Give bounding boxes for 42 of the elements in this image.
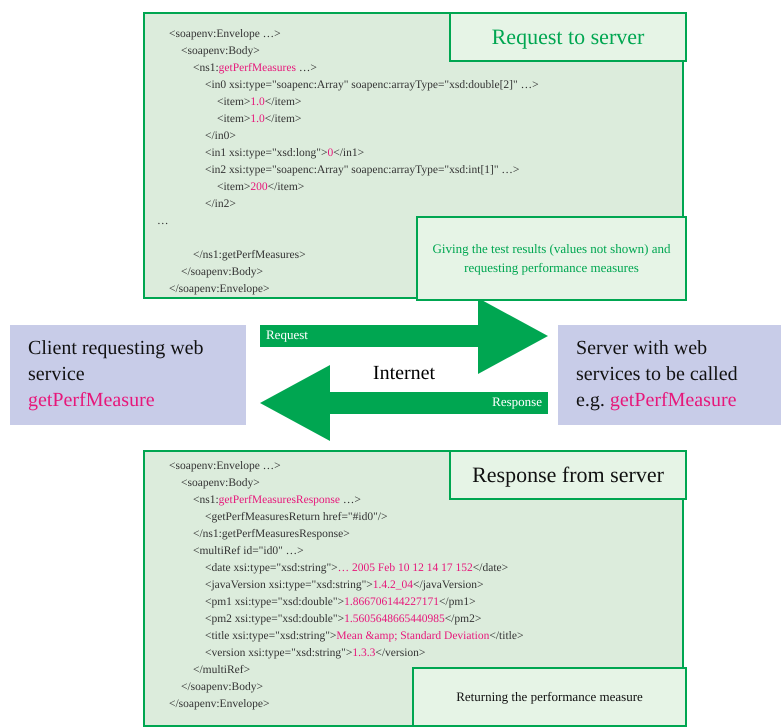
code-line: <javaVersion xsi:type="xsd:string">1.4.2_04</javaVersion> [205, 578, 484, 593]
code-line: <pm2 xsi:type="xsd:double">1.5605648665440985</pm2> [205, 612, 482, 627]
code-line: <item>200</item> [217, 180, 304, 195]
code-panel [143, 450, 684, 727]
code-line: </soapenv:Envelope> [169, 697, 270, 712]
client-box: Client requesting web service getPerfMeasure [10, 325, 246, 425]
code-line: <multiRef id="id0" …> [193, 544, 304, 559]
code-line: <soapenv:Envelope …> [169, 459, 281, 474]
code-line: <item>1.0</item> [217, 95, 302, 110]
code-line: <item>1.0</item> [217, 112, 302, 127]
code-line: <version xsi:type="xsd:string">1.3.3</version> [205, 646, 426, 661]
edge-label: Request [266, 327, 309, 343]
code-line: … [157, 214, 168, 229]
code-line: </in0> [205, 129, 236, 144]
note-box: Returning the performance measure [412, 667, 687, 727]
code-line: <ns1:getPerfMeasuresResponse …> [193, 493, 361, 508]
code-panel [143, 12, 684, 299]
note-box: Giving the test results (values not shown) and requesting performance measures [416, 216, 687, 301]
code-line: </multiRef> [193, 663, 250, 678]
code-line: </ns1:getPerfMeasuresResponse> [193, 527, 350, 542]
arrow [260, 365, 548, 441]
code-line: <soapenv:Body> [181, 476, 260, 491]
network-label: Internet [372, 362, 436, 385]
code-line: <ns1:getPerfMeasures …> [193, 61, 317, 76]
code-line: </in2> [205, 197, 236, 212]
code-line: <getPerfMeasuresReturn href="#id0"/> [205, 510, 388, 525]
code-line: <soapenv:Body> [181, 44, 260, 59]
code-line: </soapenv:Body> [181, 265, 263, 280]
code-line: <soapenv:Envelope …> [169, 27, 281, 42]
code-line: </ns1:getPerfMeasures> [193, 248, 306, 263]
panel-heading: Request to server [449, 12, 687, 62]
panel-heading: Response from server [449, 450, 687, 500]
code-line: <pm1 xsi:type="xsd:double">1.866706144227171</pm1> [205, 595, 476, 610]
code-line: <date xsi:type="xsd:string">… 2005 Feb 10 12 14 17 152</date> [205, 561, 508, 576]
code-line: </soapenv:Envelope> [169, 282, 270, 297]
server-box: Server with web services to be called e.g. getPerfMeasure [558, 325, 781, 425]
code-line: <in2 xsi:type="soapenc:Array" soapenc:arrayType="xsd:int[1]" …> [205, 163, 520, 178]
edge-label: Response [491, 394, 542, 410]
code-line: <title xsi:type="xsd:string">Mean &amp; Standard Deviation</title> [205, 629, 524, 644]
code-line: <in0 xsi:type="soapenc:Array" soapenc:arrayType="xsd:double[2]" …> [205, 78, 539, 93]
code-line: <in1 xsi:type="xsd:long">0</in1> [205, 146, 364, 161]
code-line: </soapenv:Body> [181, 680, 263, 695]
